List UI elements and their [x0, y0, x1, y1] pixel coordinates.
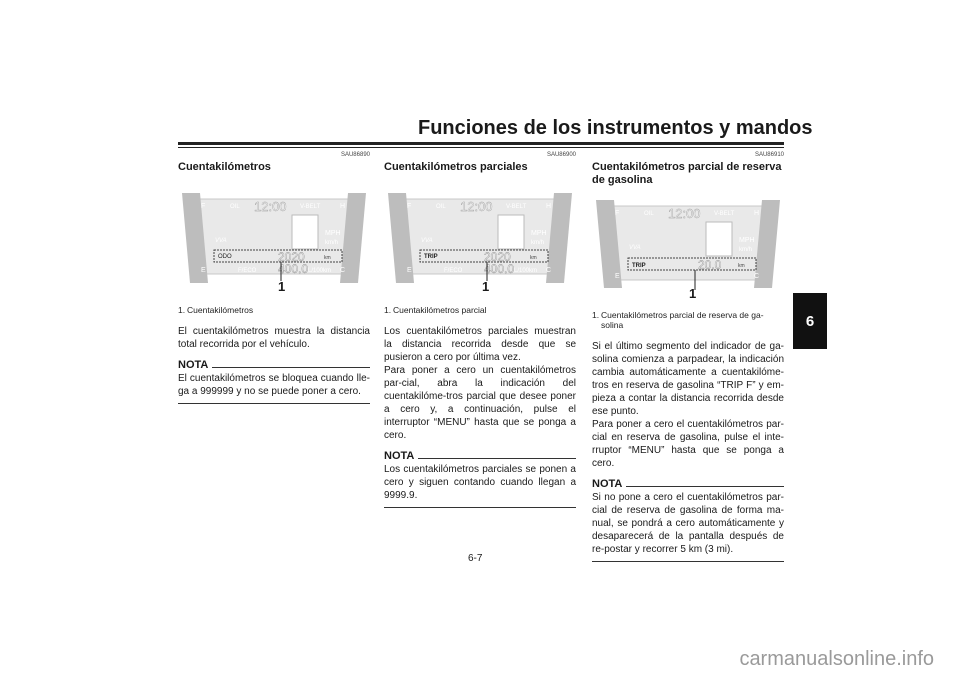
oil-label: OIL	[644, 211, 654, 217]
nota-end-rule	[178, 403, 370, 404]
vbelt-label: V-BELT	[714, 211, 735, 217]
tank-value: 400.0	[278, 262, 308, 276]
fuel-empty-label: E	[201, 267, 206, 274]
caption-number: 1.	[592, 310, 600, 320]
vbelt-label: V-BELT	[300, 204, 321, 210]
vva-label: VVA	[629, 245, 641, 251]
caption-text: Cuentakilómetros parcial	[393, 305, 487, 315]
nota-header: NOTA	[384, 450, 576, 462]
fuel-full-label: F	[201, 203, 205, 210]
odo-label: ODO	[218, 254, 232, 260]
header-rule-thin	[178, 147, 784, 148]
dashboard-illustration: F E H C OIL 12:00 V-BELT MPH km/h VVA OD…	[182, 193, 366, 283]
nota-header: NOTA	[178, 359, 370, 371]
kmh-label: km/h	[325, 240, 338, 246]
nota-text: Los cuentakilómetros parciales se ponen …	[384, 464, 576, 501]
temp-hot-label: H	[754, 210, 759, 217]
oil-label: OIL	[436, 204, 446, 210]
callout-number: 1	[278, 279, 286, 294]
odometer-value: 2020	[278, 250, 305, 264]
section-code: SAU86910	[754, 152, 784, 158]
section-tripmeters: SAU86900 Cuentakilómetros parciales F E …	[384, 152, 576, 508]
nota-text: El cuentakilómetros se bloquea cuando ll…	[178, 373, 370, 397]
clock-label: 12:00	[668, 206, 701, 221]
body-paragraph: Para poner a cero el cuentakilómetros pa…	[592, 419, 784, 469]
vva-label: VVA	[215, 238, 227, 244]
trip-label: TRIP	[424, 254, 438, 260]
l100-label: L/100km	[308, 268, 331, 274]
section-code: SAU86900	[546, 152, 576, 158]
temp-hot-label: H	[340, 203, 345, 210]
fuel-empty-label: E	[615, 273, 620, 280]
clock-label: 12:00	[254, 199, 287, 214]
trip-value: 20.0	[698, 258, 722, 272]
tank-value: 400.0	[484, 262, 514, 276]
caption-text: Cuentakilómetros	[187, 305, 254, 315]
body-paragraph: El cuentakilómetros muestra la distancia…	[178, 326, 370, 350]
section-heading: Cuentakilómetros parcial de reserva de g…	[592, 161, 782, 186]
body-paragraph: Los cuentakilómetros parciales muestran …	[384, 326, 576, 363]
nota-text: Si no pone a cero el cuentakilómetros pa…	[592, 492, 784, 555]
section-fuel-reserve-trip: SAU86910 Cuentakilómetros parcial de res…	[592, 152, 784, 562]
vva-label: VVA	[421, 238, 433, 244]
instrument-panel-illustration: F E H C OIL 12:00 V-BELT MPH km/h VVA TR…	[384, 179, 576, 294]
fuel-full-label: F	[615, 210, 619, 217]
callout-number: 1	[689, 286, 697, 301]
instrument-panel-illustration: F E H C OIL 12:00 V-BELT MPH km/h VVA OD…	[178, 179, 370, 294]
page-number: 6-7	[468, 553, 483, 564]
fuel-full-label: F	[407, 203, 411, 210]
header-rule	[178, 142, 784, 145]
temp-cold-label: C	[754, 273, 759, 280]
vbelt-label: V-BELT	[506, 204, 527, 210]
trip-label: TRIP	[632, 263, 646, 269]
kmh-label: km/h	[531, 240, 544, 246]
instrument-panel-illustration: F E H C OIL 12:00 V-BELT MPH km/h VVA TR…	[592, 190, 784, 301]
caption-text: Cuentakilómetros parcial de reserva de g…	[601, 310, 764, 330]
chapter-tab[interactable]: 6	[793, 293, 827, 349]
body-paragraph: Si el último segmento del indicador de g…	[592, 341, 784, 417]
clock-label: 12:00	[460, 199, 493, 214]
odometer-value: 2020	[484, 250, 511, 264]
km-label: km	[324, 255, 331, 261]
page-title: Funciones de los instrumentos y mandos	[418, 117, 813, 139]
nota-end-rule	[384, 507, 576, 508]
caption-number: 1.	[384, 305, 392, 315]
nota-label: NOTA	[592, 478, 623, 490]
dashboard-illustration: F E H C OIL 12:00 V-BELT MPH km/h VVA TR…	[388, 193, 572, 283]
l100-label: L/100km	[514, 268, 537, 274]
oil-label: OIL	[230, 204, 240, 210]
fuel-empty-label: E	[407, 267, 412, 274]
section-heading: Cuentakilómetros	[178, 161, 271, 173]
mph-label: MPH	[531, 230, 547, 237]
feco-label: F/ECO	[238, 268, 257, 274]
figure-caption: 1.Cuentakilómetros parcial	[384, 305, 576, 315]
temp-cold-label: C	[546, 267, 551, 274]
section-odometer: SAU86890 Cuentakilómetros F E H C OIL 12…	[178, 152, 370, 404]
section-heading: Cuentakilómetros parciales	[384, 161, 528, 173]
nota-end-rule	[592, 561, 784, 562]
caption-number: 1.	[178, 305, 186, 315]
figure-caption: 1.Cuentakilómetros parcial de reserva de…	[592, 310, 784, 330]
dashboard-illustration: F E H C OIL 12:00 V-BELT MPH km/h VVA TR…	[596, 200, 780, 290]
km-label: km	[530, 255, 537, 261]
km-label: km	[738, 263, 745, 269]
temp-cold-label: C	[340, 267, 345, 274]
body-paragraph: Para poner a cero un cuentakilómetros pa…	[384, 365, 576, 441]
figure-caption: 1.Cuentakilómetros	[178, 305, 370, 315]
section-code: SAU86890	[340, 152, 370, 158]
nota-label: NOTA	[384, 450, 415, 462]
nota-label: NOTA	[178, 359, 209, 371]
kmh-label: km/h	[739, 247, 752, 253]
nota-header: NOTA	[592, 478, 784, 490]
mph-label: MPH	[325, 230, 341, 237]
callout-number: 1	[482, 279, 490, 294]
mph-label: MPH	[739, 237, 755, 244]
watermark[interactable]: carmanualsonline.info	[739, 648, 934, 670]
temp-hot-label: H	[546, 203, 551, 210]
feco-label: F/ECO	[444, 268, 463, 274]
